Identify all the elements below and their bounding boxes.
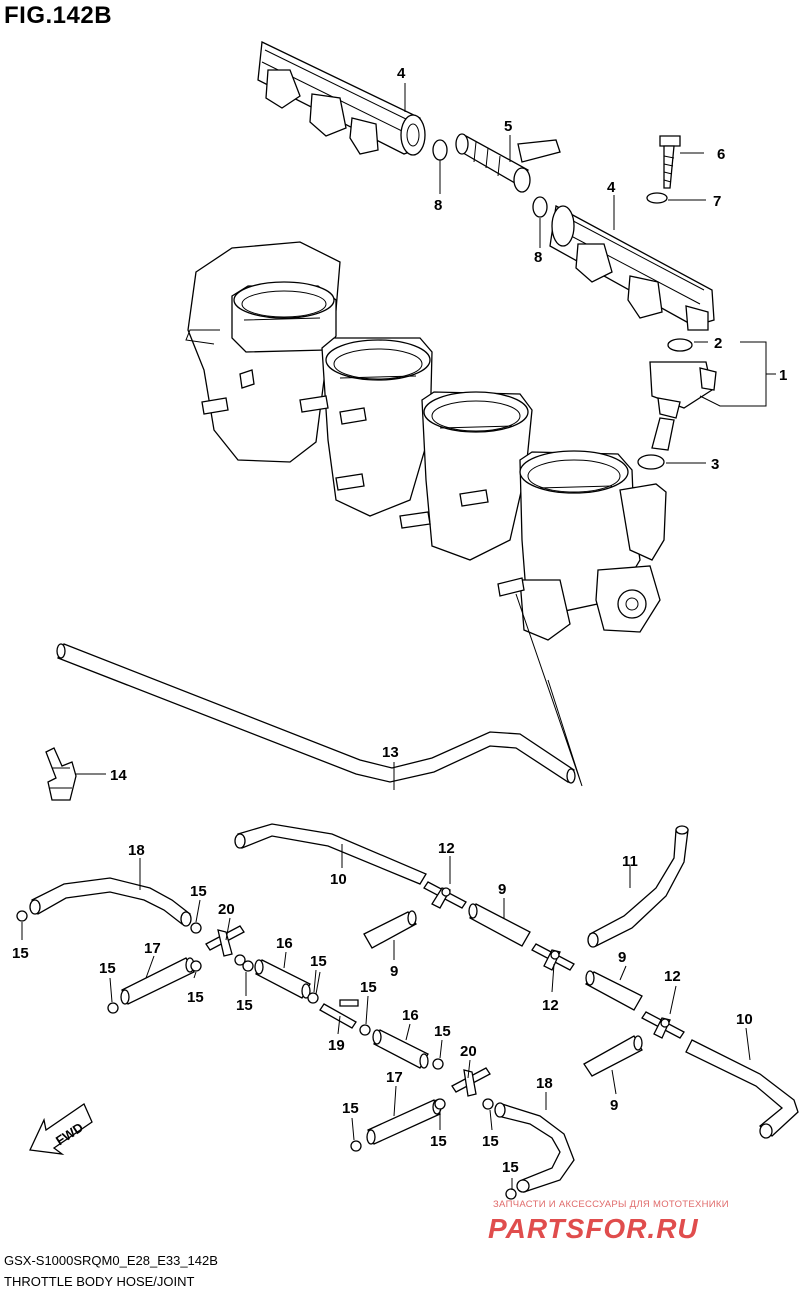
callout-5: 5 [504,118,512,135]
figure-title: FIG.142B [4,2,113,29]
drawing-code: GSX-S1000SRQM0_E28_E33_142B [4,1253,218,1268]
watermark-tagline: ЗАПЧАСТИ И АКСЕССУАРЫ ДЛЯ МОТОТЕХНИКИ [493,1199,729,1210]
callout-9: 9 [390,963,398,980]
hose-10-lower[interactable] [685,1039,799,1139]
callout-6: 6 [717,146,725,163]
callout-20: 20 [218,901,235,918]
callout-10: 10 [736,1011,753,1028]
hose-16-upper[interactable] [254,959,311,999]
callout-1: 1 [779,367,787,384]
hose-18-right[interactable] [494,1102,575,1193]
callout-12: 12 [438,840,455,857]
callout-15: 15 [342,1100,359,1117]
fuel-injector[interactable] [649,361,717,451]
callout-9: 9 [610,1097,618,1114]
callout-15: 15 [360,979,377,996]
callout-numbers: 1 2 3 4 4 5 6 7 8 8 13 14 10 12 11 18 9 … [12,65,787,1176]
callout-19: 19 [328,1037,345,1054]
hose-9[interactable] [468,903,531,947]
hose-13[interactable] [56,643,576,784]
callout-18: 18 [536,1075,553,1092]
callout-15: 15 [502,1159,519,1176]
callout-15: 15 [310,953,327,970]
washer[interactable] [646,192,668,204]
callout-20: 20 [460,1043,477,1060]
hose-joint-12[interactable] [641,1011,685,1039]
fuel-delivery-pipe-lower[interactable] [549,204,715,331]
callout-8: 8 [534,249,542,266]
callout-15: 15 [99,960,116,977]
callout-16: 16 [402,1007,419,1024]
callout-12: 12 [542,997,559,1014]
callout-14: 14 [110,767,127,784]
callout-11: 11 [622,853,638,870]
callout-10: 10 [330,871,347,888]
hose-9[interactable] [585,970,643,1011]
hose-clamp-14[interactable] [45,747,77,801]
callout-4: 4 [397,65,406,82]
hose-18-left[interactable] [29,877,192,927]
callout-15: 15 [434,1023,451,1040]
hose-clips-15 [16,910,517,1200]
hose-17-upper[interactable] [120,957,195,1005]
diagram-caption: THROTTLE BODY HOSE/JOINT [4,1274,195,1289]
callout-3: 3 [711,456,719,473]
callout-7: 7 [713,193,721,210]
hose-joint-19[interactable] [319,999,359,1029]
fuel-pipe-joint[interactable] [455,133,561,193]
callout-13: 13 [382,744,399,761]
o-ring[interactable] [532,196,548,218]
callout-17: 17 [386,1069,403,1086]
fwd-arrow-icon: FWD [29,1103,93,1155]
fuel-delivery-pipe-upper[interactable] [257,41,426,156]
callout-15: 15 [187,989,204,1006]
hose-joint-12[interactable] [531,943,575,971]
callout-15: 15 [12,945,29,962]
o-ring[interactable] [432,139,448,161]
callout-16: 16 [276,935,293,952]
throttle-body-assembly [185,241,667,641]
seal[interactable] [637,454,665,470]
callout-15: 15 [482,1133,499,1150]
callout-12: 12 [664,968,681,985]
hose-10-upper[interactable] [234,823,427,885]
leader-lines [21,83,776,1190]
o-ring[interactable] [667,338,693,352]
callout-17: 17 [144,940,161,957]
hose-joint-12[interactable] [423,881,467,909]
callout-15: 15 [236,997,253,1014]
hose-joint-20[interactable] [451,1067,491,1097]
hose-9[interactable] [583,1035,643,1077]
watermark-logo: PARTSFOR.RU [488,1213,699,1244]
hose-9[interactable] [363,910,417,949]
hose-joint-20[interactable] [205,925,245,957]
callout-9: 9 [618,949,626,966]
delivery-pipe-bolt[interactable] [659,135,681,189]
callout-4: 4 [607,179,616,196]
view-pointer-line [515,593,583,787]
callout-8: 8 [434,197,442,214]
hose-11[interactable] [587,825,689,948]
callout-15: 15 [190,883,207,900]
callout-9: 9 [498,881,506,898]
callout-18: 18 [128,842,145,859]
hose-16-lower[interactable] [372,1029,429,1069]
callout-2: 2 [714,335,722,352]
callout-15: 15 [430,1133,447,1150]
